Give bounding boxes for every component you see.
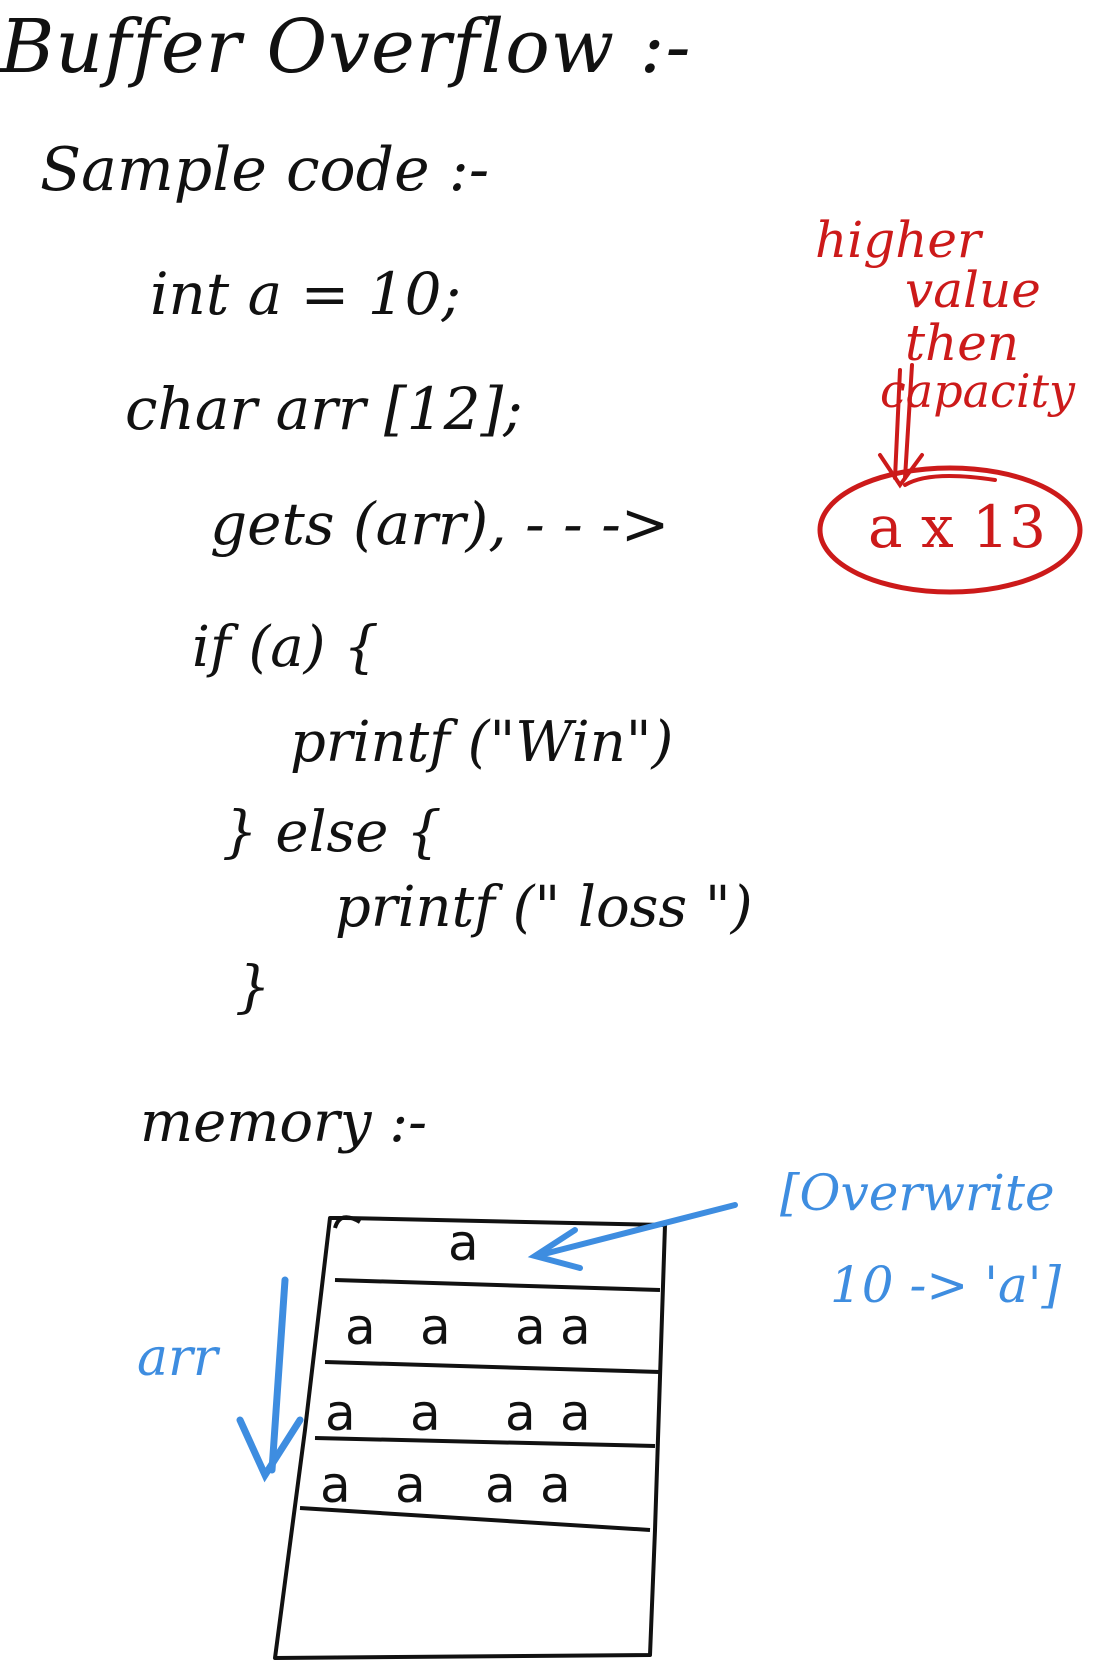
red-curve [903, 474, 997, 487]
red-circle [817, 465, 1083, 595]
memory-cell: a [485, 1456, 516, 1514]
code-line-2: char arr [12]; [125, 375, 523, 443]
memory-cell: a [420, 1298, 451, 1356]
code-line-8: } [235, 955, 271, 1020]
memory-divider [314, 1436, 656, 1448]
note-subtitle: Sample code :- [40, 135, 490, 205]
memory-cell: a [410, 1384, 441, 1442]
memory-cell-a: a [448, 1214, 479, 1272]
code-line-1: int a = 10; [150, 260, 462, 328]
memory-cell: a [505, 1384, 536, 1442]
memory-box [273, 1216, 667, 1660]
red-arrow-1 [893, 368, 902, 480]
code-line-3: gets (arr), - - -> [210, 490, 670, 558]
memory-box-corner [333, 1215, 362, 1229]
blue-note-line-1: [Overwrite [780, 1164, 1055, 1222]
memory-label: memory :- [140, 1090, 428, 1155]
blue-arr-arrow [268, 1276, 289, 1474]
blue-arr-arrowhead [236, 1416, 304, 1483]
code-line-5: printf ("Win") [290, 710, 674, 775]
red-note-line-2: value [905, 261, 1041, 319]
code-line-7: printf (" loss ") [335, 875, 753, 940]
memory-cell: a [345, 1298, 376, 1356]
arr-label: arr [137, 1328, 218, 1388]
code-line-4: if (a) { [192, 615, 379, 680]
red-arrowhead [878, 453, 924, 489]
memory-cell: a [325, 1384, 356, 1442]
blue-note-line-2: 10 -> 'a'] [830, 1256, 1062, 1314]
memory-divider [299, 1506, 651, 1532]
blue-overwrite-arrow [537, 1202, 738, 1258]
red-arrow-2 [903, 363, 914, 480]
memory-cell: a [395, 1456, 426, 1514]
red-note-line-3: then [905, 314, 1020, 372]
memory-divider [324, 1360, 661, 1374]
memory-cell: a [320, 1456, 351, 1514]
memory-cell: a [560, 1298, 591, 1356]
memory-cell: a [515, 1298, 546, 1356]
note-title: Buffer Overflow :- [0, 4, 692, 90]
memory-cell: a [540, 1456, 571, 1514]
red-note-line-1: higher [815, 211, 981, 269]
memory-divider [334, 1278, 661, 1292]
memory-cell: a [560, 1384, 591, 1442]
circled-input-text: a x 13 [868, 493, 1046, 561]
code-line-6: } else { [222, 800, 442, 865]
blue-arrowhead [527, 1227, 583, 1271]
